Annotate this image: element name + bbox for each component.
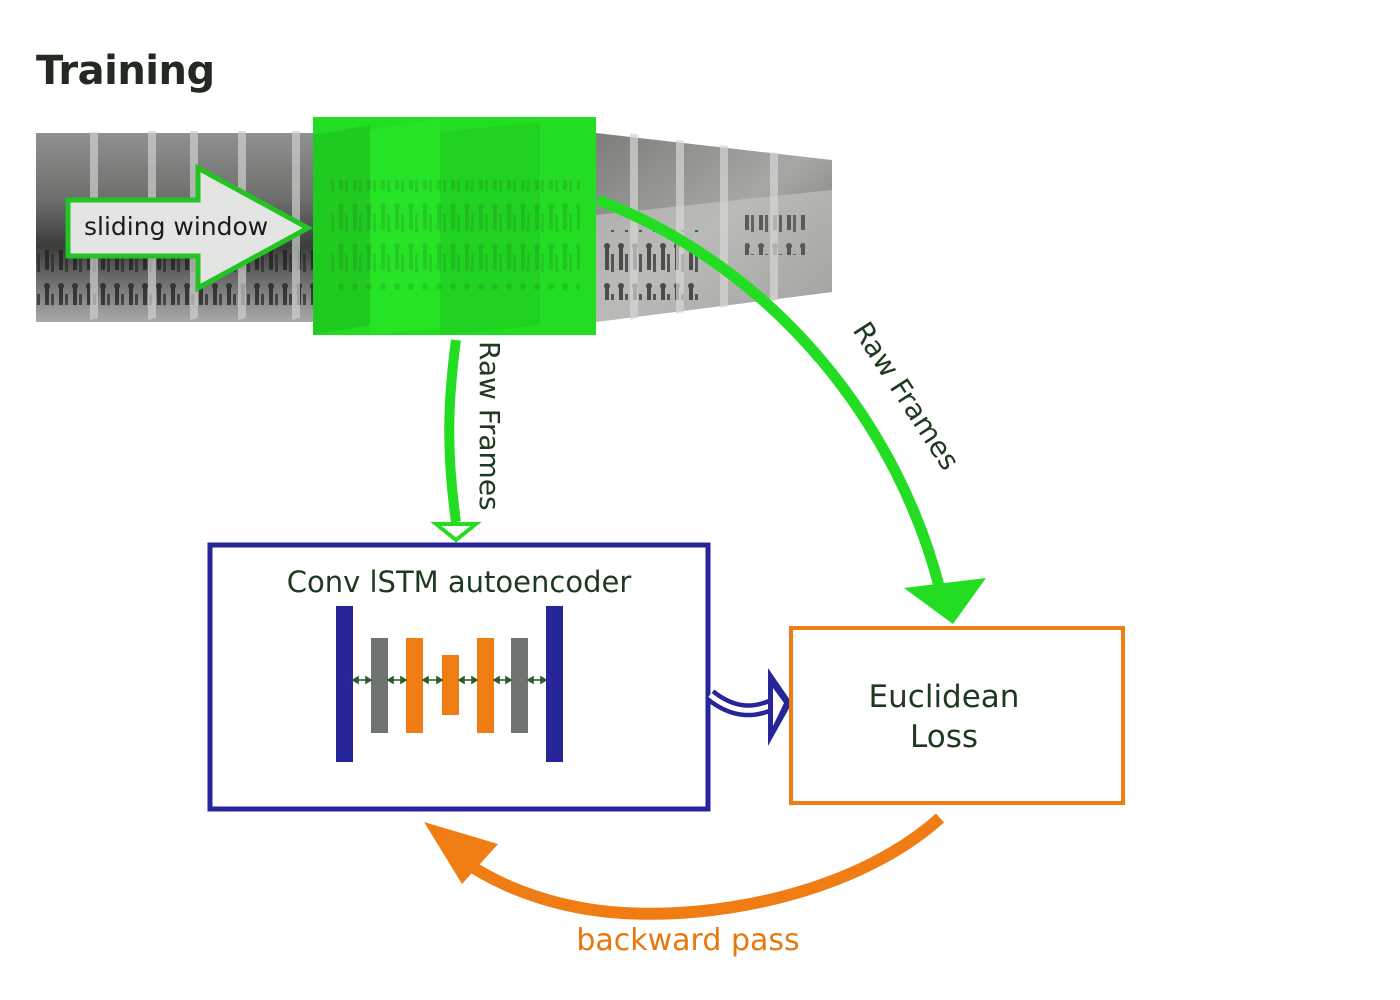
double-arrow-icon — [386, 675, 408, 685]
decoder-layer-2 — [511, 638, 528, 733]
double-arrow-icon — [351, 675, 373, 685]
autoencoder-label: Conv lSTM autoencoder — [287, 565, 632, 599]
decoder-layer-1 — [477, 638, 494, 733]
input-layer — [336, 606, 353, 762]
raw-frames-label-vertical: Raw Frames — [473, 341, 506, 511]
loss-label-line1: Euclidean — [869, 679, 1020, 715]
sliding-window-highlight — [313, 117, 596, 335]
diagram-title: Training — [36, 48, 215, 94]
autoencoder-layers — [336, 606, 563, 762]
double-arrow-icon — [492, 675, 513, 685]
output-arrow — [705, 668, 792, 746]
encoder-layer-1 — [371, 638, 388, 733]
output-layer — [546, 606, 563, 762]
layer-connectors — [351, 675, 548, 685]
euclidean-loss-box: Euclidean Loss — [789, 626, 1125, 805]
backward-pass-arrow: backward pass — [424, 813, 945, 958]
sliding-window-label: sliding window — [84, 212, 268, 241]
double-arrow-icon — [421, 675, 444, 685]
autoencoder-box: Conv lSTM autoencoder — [207, 542, 711, 812]
bottleneck-layer — [442, 655, 459, 715]
video-frames-right — [596, 133, 832, 322]
loss-label-line2: Loss — [910, 719, 978, 755]
raw-frames-arrow-down: Raw Frames — [430, 339, 506, 543]
encoder-layer-2 — [406, 638, 423, 733]
raw-frames-label-curved: Raw Frames — [846, 316, 966, 476]
sliding-window-arrow: sliding window — [65, 163, 314, 293]
double-arrow-icon — [526, 675, 548, 685]
backward-pass-label: backward pass — [576, 923, 799, 958]
double-arrow-icon — [457, 675, 479, 685]
